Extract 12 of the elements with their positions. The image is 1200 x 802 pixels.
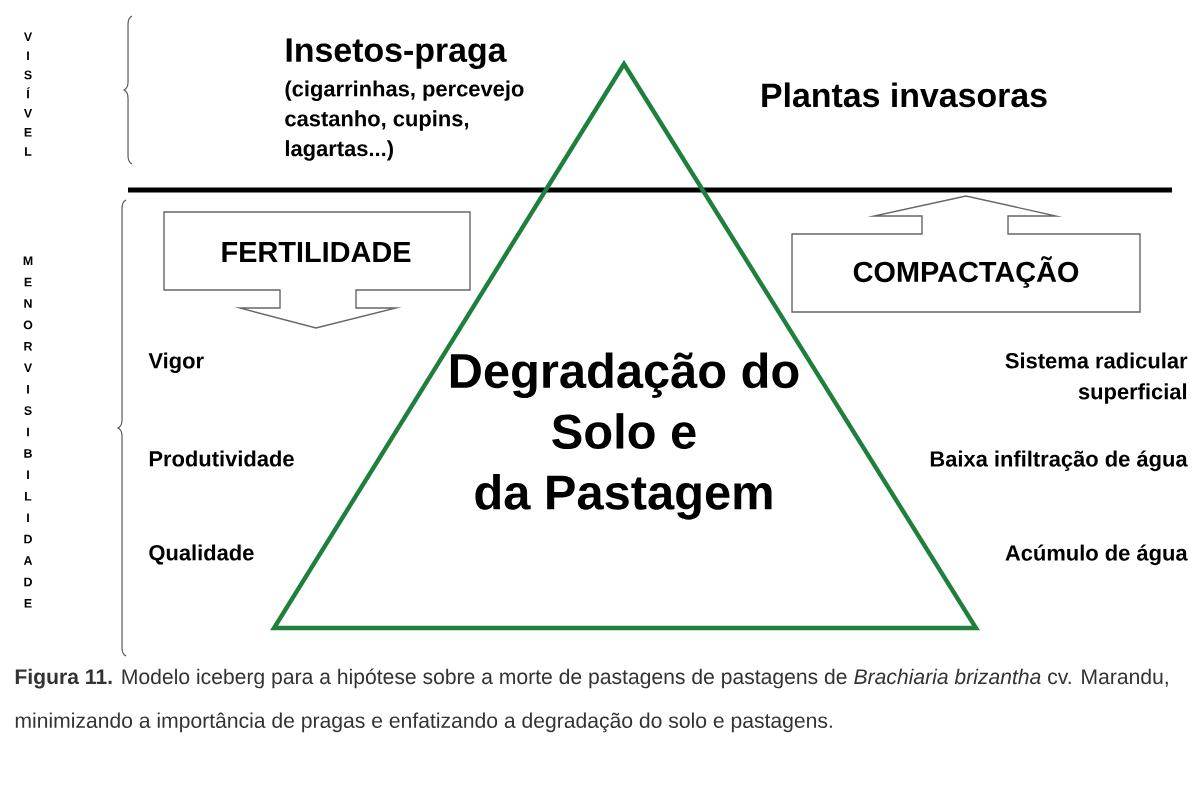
label: Vigor [148,352,204,373]
callout-box: COMPACTAÇÃO [791,195,1141,313]
label: Sistema radicular superficial [1005,352,1188,404]
label: (cigarrinhas, percevejo castanho, cupins, lagartas...) [285,80,524,161]
caption: Figura 11. Modelo iceberg para a hipótese sobre a morte de pastagens de pastagens de Brachiaria brizantha cv. Marandu, minimizando a importância de pragas e enfatizando a degradação do solo e pastagens. [15,668,1168,733]
callout-box: FERTILIDADE [163,211,471,329]
label: Baixa infiltração de água [930,450,1188,472]
label: Qualidade [149,544,254,565]
heading: Plantas invasoras [762,82,1047,108]
label: Produtividade [149,450,294,467]
heading: Insetos-praga [286,38,507,69]
label: Acúmulo de água [1005,544,1188,566]
